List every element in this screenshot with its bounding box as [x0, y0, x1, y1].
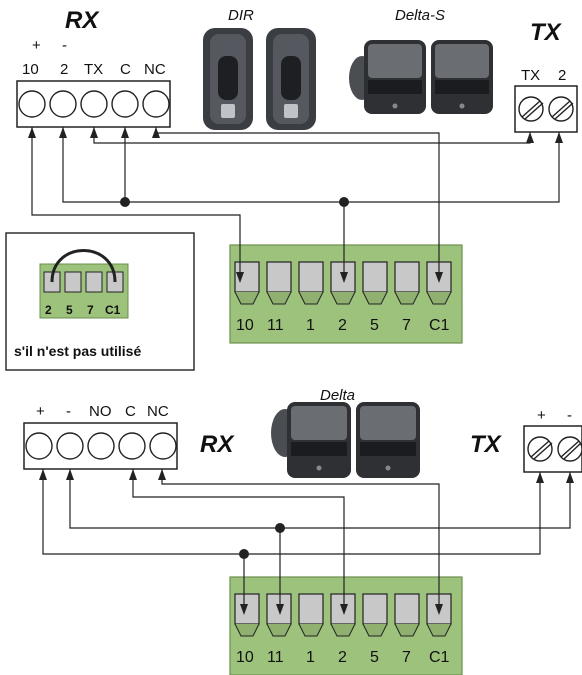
- dir-label: DIR: [228, 7, 254, 24]
- top-rx-block: RX + - 10 2 TX C NC: [16, 7, 171, 128]
- bottom-tx-plus: +: [537, 407, 546, 424]
- bottom-tx-block: TX + -: [470, 407, 582, 473]
- top-tx-block: TX TX 2: [514, 19, 578, 133]
- top-board-term-2: 2: [338, 317, 347, 334]
- top-rx-screw: [111, 90, 139, 118]
- top-control-board: 10 11 1 2 5 7 C1: [229, 244, 463, 344]
- top-rx-screw: [49, 90, 77, 118]
- inset-caption: s'il n'est pas utilisé: [14, 343, 141, 359]
- delta-photocell-icon: [356, 402, 420, 478]
- top-wiring: [28, 127, 563, 283]
- top-board-term-10: 10: [236, 317, 254, 334]
- bottom-rx-title: RX: [200, 431, 235, 458]
- dir-photocell-icon: [203, 28, 253, 130]
- bottom-rx-term-plus: +: [36, 403, 45, 420]
- top-rx-term-c: C: [120, 61, 131, 78]
- bottom-rx-screw: [56, 432, 84, 460]
- jumper-wire: [50, 249, 117, 283]
- bottom-board-term-11: 11: [267, 649, 284, 666]
- deltas-photocells: Delta-S: [349, 7, 493, 114]
- top-rx-minus: -: [62, 37, 67, 54]
- bottom-board-term-c1: C1: [429, 649, 450, 666]
- top-tx-term-tx: TX: [521, 67, 540, 84]
- top-board-term-c1: C1: [429, 317, 450, 334]
- inset-term-c1: C1: [105, 303, 121, 317]
- top-board-term-1: 1: [306, 317, 315, 334]
- bottom-board-term-10: 10: [236, 649, 254, 666]
- delta-photocell-icon: [271, 402, 351, 478]
- bottom-rx-screw: [149, 432, 177, 460]
- top-board-term-5: 5: [370, 317, 379, 334]
- deltas-photocell-icon: [349, 40, 426, 114]
- bottom-rx-block: + - NO C NC RX: [23, 403, 235, 470]
- inset-term-5: 5: [66, 303, 73, 317]
- top-rx-term-tx: TX: [84, 61, 103, 78]
- top-rx-screw: [80, 90, 108, 118]
- bottom-board-term-2: 2: [338, 649, 347, 666]
- bottom-board-term-7: 7: [402, 649, 411, 666]
- bottom-rx-screw: [87, 432, 115, 460]
- jumper-inset: 2 5 7 C1 s'il n'est pas utilisé: [5, 232, 195, 371]
- bottom-wiring: [39, 469, 574, 615]
- inset-term-7: 7: [87, 303, 94, 317]
- bottom-rx-screw: [25, 432, 53, 460]
- top-tx-title: TX: [530, 19, 563, 46]
- bottom-rx-term-no: NO: [89, 403, 112, 420]
- inset-term-2: 2: [45, 303, 52, 317]
- deltas-photocell-icon: [431, 40, 493, 114]
- top-board-term-7: 7: [402, 317, 411, 334]
- delta-photocells: Delta: [271, 387, 420, 478]
- bottom-rx-screw: [118, 432, 146, 460]
- dir-photocells: DIR: [203, 7, 316, 130]
- top-board-term-11: 11: [267, 317, 284, 334]
- delta-label: Delta: [320, 387, 355, 404]
- top-rx-term-nc: NC: [144, 61, 166, 78]
- top-rx-screw: [142, 90, 170, 118]
- bottom-board-term-1: 1: [306, 649, 315, 666]
- top-rx-term-10: 10: [22, 61, 39, 78]
- bottom-board-term-5: 5: [370, 649, 379, 666]
- bottom-rx-term-minus: -: [66, 403, 71, 420]
- deltas-label: Delta-S: [395, 7, 445, 24]
- bottom-rx-term-nc: NC: [147, 403, 169, 420]
- bottom-rx-term-c: C: [125, 403, 136, 420]
- top-tx-term-2: 2: [558, 67, 566, 84]
- top-rx-title: RX: [65, 7, 100, 34]
- top-rx-term-2: 2: [60, 61, 68, 78]
- dir-photocell-icon: [266, 28, 316, 130]
- top-rx-screw: [18, 90, 46, 118]
- bottom-control-board: 10 11 1 2 5 7 C1: [229, 576, 463, 675]
- top-rx-plus: +: [32, 37, 41, 54]
- bottom-tx-minus: -: [567, 407, 572, 424]
- bottom-tx-title: TX: [470, 431, 503, 458]
